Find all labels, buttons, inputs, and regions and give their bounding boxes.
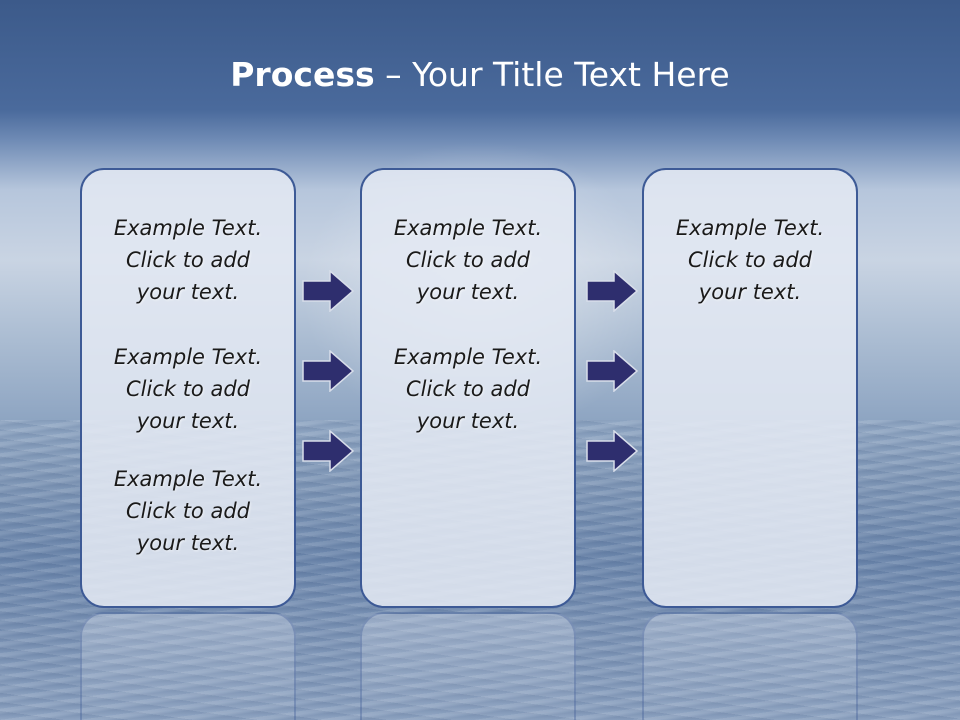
panel-3-text-1[interactable]: Example Text. Click to add your text. bbox=[644, 212, 856, 308]
title-strong: Process bbox=[230, 55, 375, 94]
right-arrow-icon[interactable] bbox=[302, 270, 354, 312]
process-panel-3[interactable]: Example Text. Click to add your text. bbox=[642, 168, 858, 608]
text-line: Click to add bbox=[405, 377, 530, 401]
text-line: your text. bbox=[698, 280, 802, 304]
text-line: Example Text. bbox=[675, 216, 825, 240]
panel-2-text-1[interactable]: Example Text. Click to add your text. bbox=[362, 212, 574, 308]
right-arrow-icon[interactable] bbox=[586, 350, 638, 392]
panel-1-reflection bbox=[80, 612, 296, 720]
panel-2-text-2[interactable]: Example Text. Click to add your text. bbox=[362, 341, 574, 437]
title-rest: – Your Title Text Here bbox=[374, 55, 730, 94]
text-line: your text. bbox=[136, 531, 240, 555]
text-line: Example Text. bbox=[393, 345, 543, 369]
text-line: your text. bbox=[136, 280, 240, 304]
panel-1-text-1[interactable]: Example Text. Click to add your text. bbox=[82, 212, 294, 308]
text-line: your text. bbox=[416, 280, 520, 304]
text-line: Example Text. bbox=[113, 216, 263, 240]
text-line: Click to add bbox=[125, 377, 250, 401]
right-arrow-icon[interactable] bbox=[302, 350, 354, 392]
text-line: your text. bbox=[416, 409, 520, 433]
panel-2-reflection bbox=[360, 612, 576, 720]
text-line: Click to add bbox=[125, 499, 250, 523]
text-line: your text. bbox=[136, 409, 240, 433]
process-panel-2[interactable]: Example Text. Click to add your text. Ex… bbox=[360, 168, 576, 608]
text-line: Example Text. bbox=[113, 467, 263, 491]
right-arrow-icon[interactable] bbox=[586, 270, 638, 312]
text-line: Example Text. bbox=[393, 216, 543, 240]
text-line: Click to add bbox=[687, 248, 812, 272]
panel-3-reflection bbox=[642, 612, 858, 720]
text-line: Example Text. bbox=[113, 345, 263, 369]
panel-1-text-3[interactable]: Example Text. Click to add your text. bbox=[82, 463, 294, 559]
right-arrow-icon[interactable] bbox=[586, 430, 638, 472]
process-panel-1[interactable]: Example Text. Click to add your text. Ex… bbox=[80, 168, 296, 608]
slide-title[interactable]: Process – Your Title Text Here bbox=[0, 50, 960, 100]
panel-1-text-2[interactable]: Example Text. Click to add your text. bbox=[82, 341, 294, 437]
text-line: Click to add bbox=[125, 248, 250, 272]
right-arrow-icon[interactable] bbox=[302, 430, 354, 472]
text-line: Click to add bbox=[405, 248, 530, 272]
